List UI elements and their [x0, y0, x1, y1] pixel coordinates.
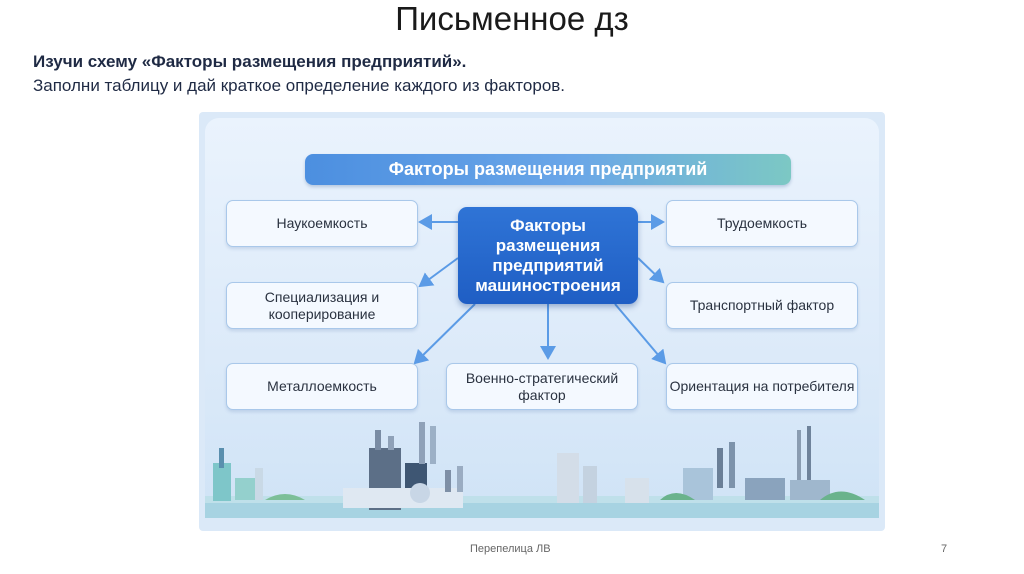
- connector-arrows: [413, 214, 667, 365]
- factor-node: Ориентация на потребителя: [666, 363, 858, 410]
- diagram-panel: Факторы размещения предприятий Факторы р…: [205, 118, 879, 518]
- instruction-bold: Изучи схему «Факторы размещения предприя…: [33, 52, 467, 71]
- city-illustration: [205, 422, 879, 518]
- factor-node: Трудоемкость: [666, 200, 858, 247]
- factor-node: Металлоемкость: [226, 363, 418, 410]
- instruction-block: Изучи схему «Факторы размещения предприя…: [33, 50, 565, 98]
- page-number: 7: [941, 543, 948, 555]
- instruction-text: Заполни таблицу и дай краткое определени…: [33, 76, 566, 95]
- factor-node: Специализация и кооперирование: [226, 282, 418, 329]
- factor-node: Военно-стратегический фактор: [446, 363, 638, 410]
- diagram-figure: Факторы размещения предприятий Факторы р…: [199, 112, 885, 531]
- factor-node: Транспортный фактор: [666, 282, 858, 329]
- footer-author: Перепелица ЛВ: [470, 543, 551, 555]
- center-node: Факторы размещения предприятий машиностр…: [458, 207, 638, 304]
- slide-title: Письменное дз: [395, 0, 629, 37]
- diagram-banner: Факторы размещения предприятий: [305, 154, 791, 185]
- factor-node: Наукоемкость: [226, 200, 418, 247]
